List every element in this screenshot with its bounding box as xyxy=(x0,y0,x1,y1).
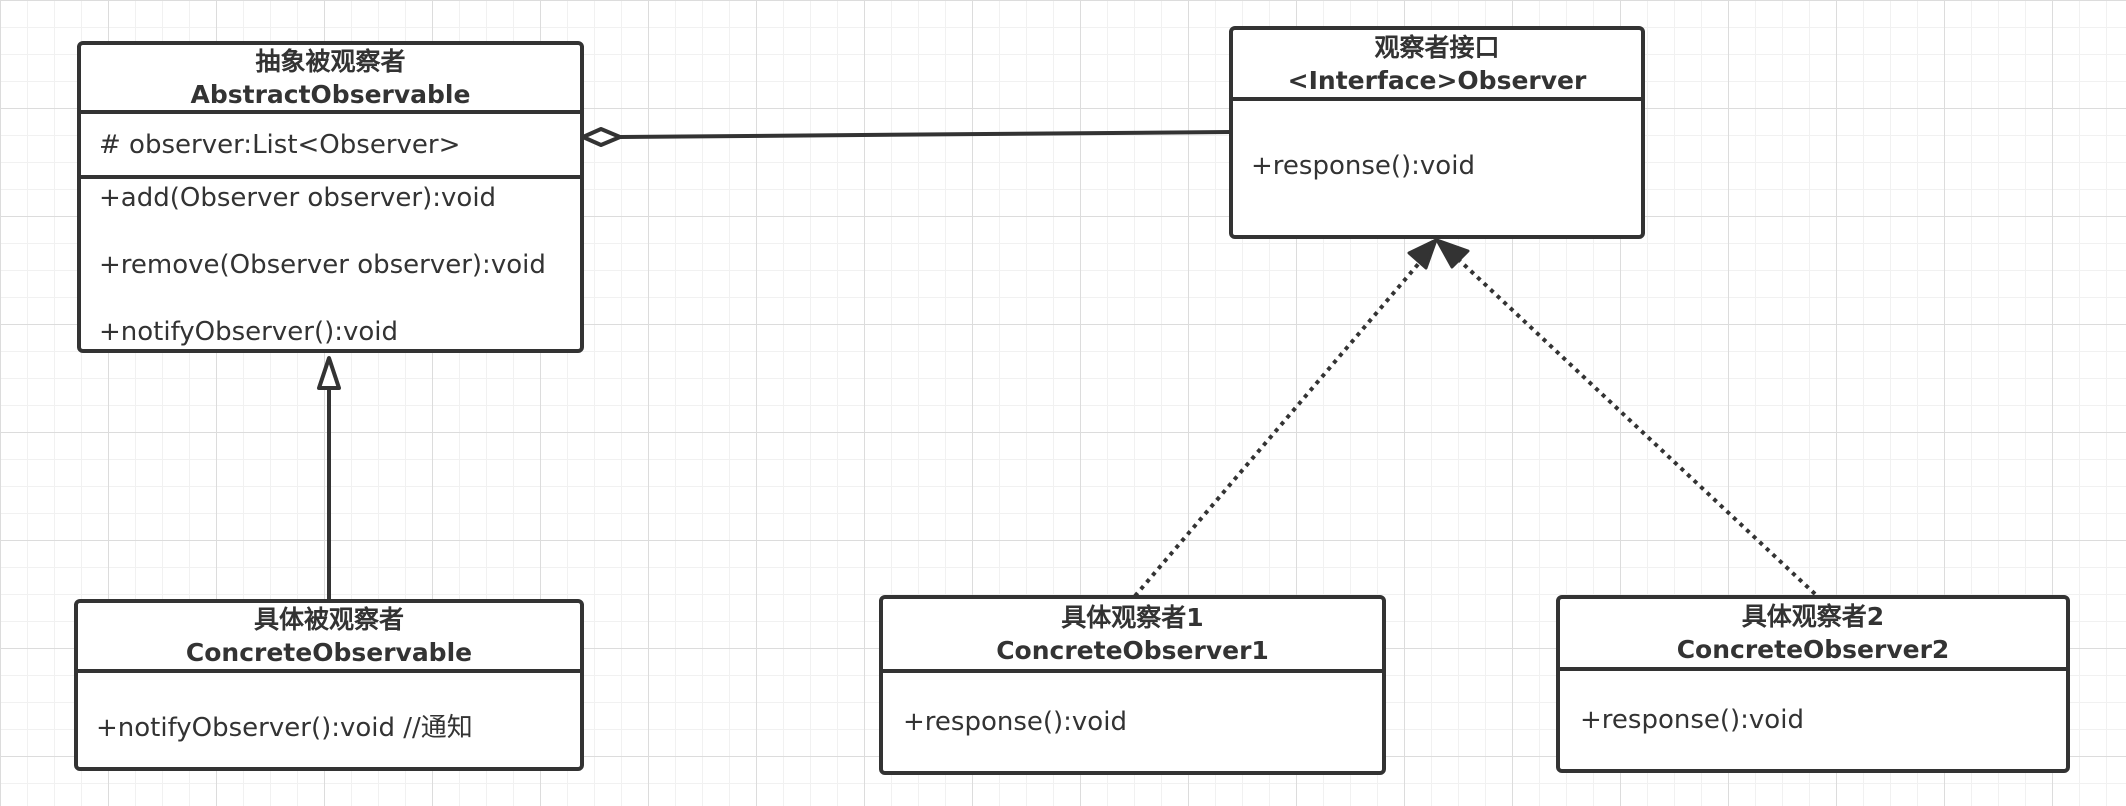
methods-section: +add(Observer observer):void +remove(Obs… xyxy=(81,179,580,349)
class-abstract-observable[interactable]: 抽象被观察者 AbstractObservable # observer:Lis… xyxy=(77,41,584,353)
class-concrete-observable[interactable]: 具体被观察者 ConcreteObservable +notifyObserve… xyxy=(74,599,584,771)
class-header: 抽象被观察者 AbstractObservable xyxy=(81,45,580,114)
realization-arrowhead-observer2 xyxy=(1435,238,1470,269)
class-name: AbstractObservable xyxy=(190,79,471,109)
methods-section: +notifyObserver():void //通知 xyxy=(78,673,580,744)
methods-section: +response():void xyxy=(1233,101,1641,181)
class-stereotype-cn: 抽象被观察者 xyxy=(255,46,406,76)
methods-section: +response():void xyxy=(883,673,1382,737)
class-name: <Interface>Observer xyxy=(1287,65,1587,95)
realization-line-observer1 xyxy=(1133,260,1422,598)
class-header: 具体观察者2 ConcreteObserver2 xyxy=(1560,599,2066,671)
class-name: ConcreteObserver2 xyxy=(1676,635,1950,664)
class-stereotype-cn: 具体观察者1 xyxy=(1061,603,1204,632)
class-concrete-observer-2[interactable]: 具体观察者2 ConcreteObserver2 +response():voi… xyxy=(1556,595,2070,773)
class-name: ConcreteObservable xyxy=(185,638,473,667)
realization-arrowhead-observer1 xyxy=(1407,238,1438,270)
class-name: ConcreteObserver1 xyxy=(996,636,1269,665)
method-response: +response():void xyxy=(1251,151,1475,181)
method-response: +response():void xyxy=(903,707,1127,737)
realization-line-observer2 xyxy=(1456,257,1817,596)
class-header: 具体观察者1 ConcreteObserver1 xyxy=(883,599,1382,673)
class-stereotype-cn: 观察者接口 xyxy=(1374,32,1500,62)
methods-section: +response():void xyxy=(1560,671,2066,735)
aggregation-line xyxy=(619,130,1232,139)
method-response: +response():void xyxy=(1580,705,1804,735)
class-stereotype-cn: 具体被观察者 xyxy=(253,605,404,634)
inheritance-arrowhead xyxy=(317,356,341,390)
class-stereotype-cn: 具体观察者2 xyxy=(1741,602,1885,631)
class-observer-interface[interactable]: 观察者接口 <Interface>Observer +response():vo… xyxy=(1229,26,1645,239)
class-header: 具体被观察者 ConcreteObservable xyxy=(78,603,580,673)
class-concrete-observer-1[interactable]: 具体观察者1 ConcreteObserver1 +response():voi… xyxy=(879,595,1386,775)
attribute-observer: # observer:List<Observer> xyxy=(99,129,461,160)
aggregation-diamond xyxy=(581,127,622,147)
class-header: 观察者接口 <Interface>Observer xyxy=(1233,30,1641,101)
method-notify-observer: +notifyObserver():void xyxy=(99,317,399,347)
method-notify-observer: +notifyObserver():void //通知 xyxy=(96,713,473,743)
method-remove: +remove(Observer observer):void xyxy=(99,250,546,280)
method-add: +add(Observer observer):void xyxy=(99,183,497,213)
attributes-section: # observer:List<Observer> xyxy=(81,114,580,179)
